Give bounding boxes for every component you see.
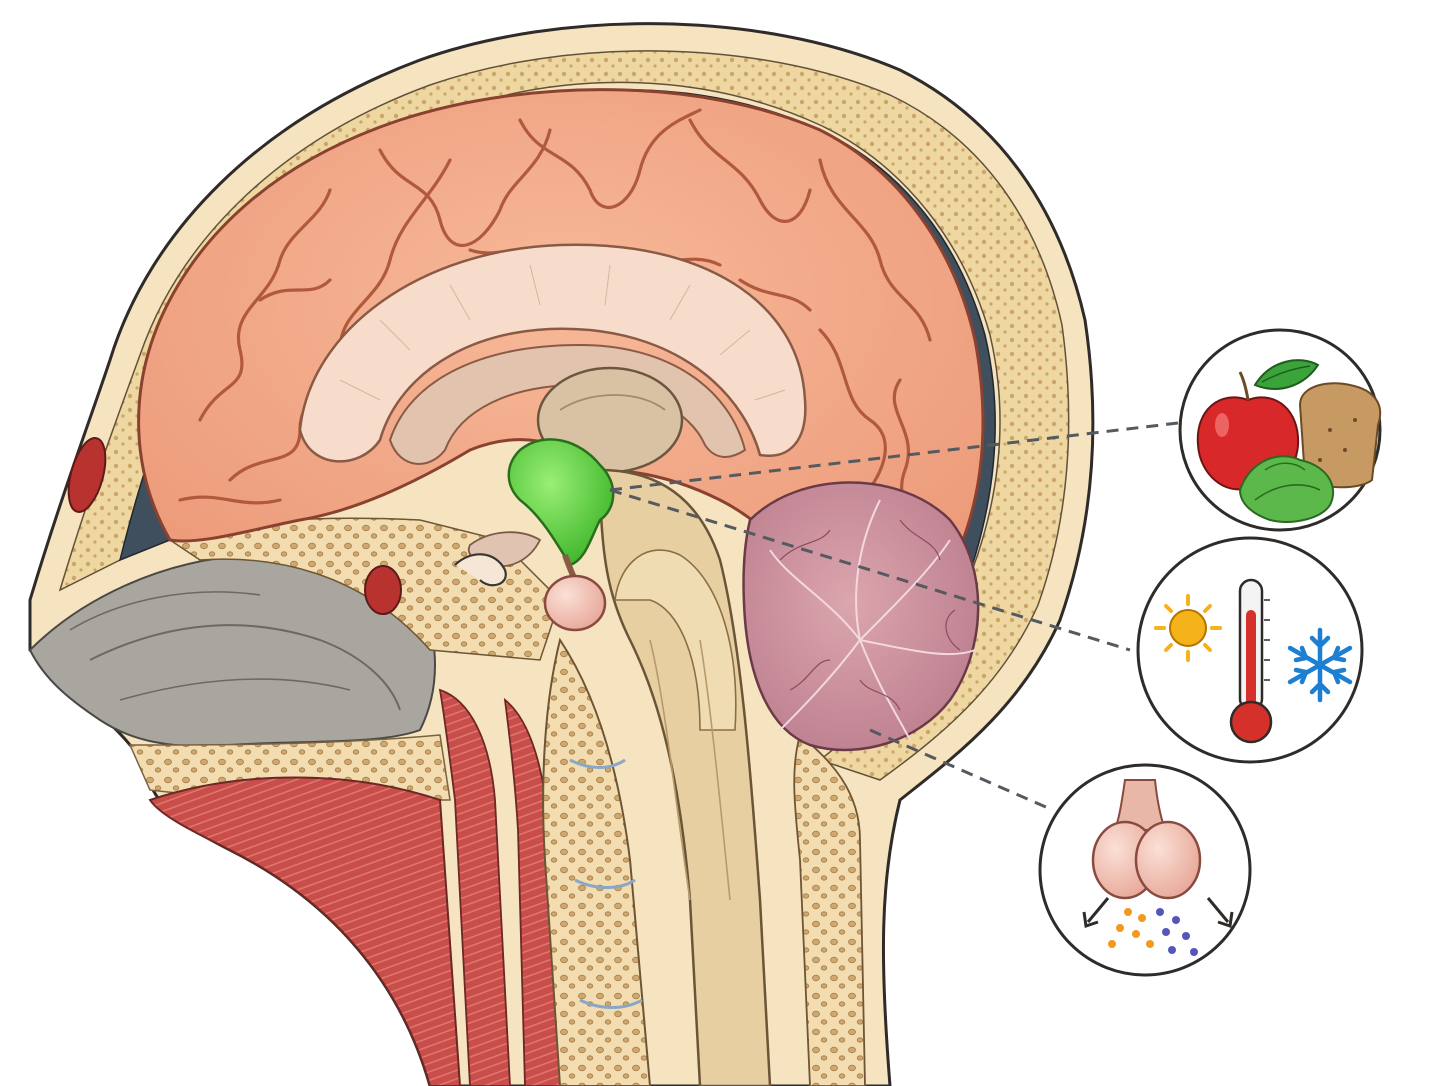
pituitary-gland (543, 574, 607, 632)
callout-food (1178, 328, 1382, 532)
corpus-callosum (298, 243, 807, 463)
fornix (388, 343, 747, 465)
tongue-muscle (148, 776, 462, 1086)
sphenoid-sinus (364, 565, 402, 615)
brainstem (598, 468, 772, 1086)
frontal-sinus (67, 437, 107, 513)
sun-icon (1154, 594, 1222, 662)
lettuce-icon (1238, 455, 1335, 523)
occipital-bone (793, 733, 866, 1086)
hypothalamus-highlight (507, 438, 615, 567)
vertebral-column (542, 637, 652, 1086)
connector-lines (609, 421, 1179, 810)
callout-hormones (1038, 763, 1252, 977)
pharynx-muscles (438, 688, 561, 1086)
pituitary-gland-icon (1091, 779, 1202, 900)
connector-hormones (869, 728, 1049, 810)
callout-temperature (1136, 536, 1364, 764)
connector-food (609, 421, 1179, 492)
snowflake-icon (1287, 627, 1353, 703)
cerebellum (742, 481, 980, 752)
connector-temperature (609, 488, 1131, 652)
hormone-particles-icon (1082, 897, 1234, 956)
thermometer-icon (1229, 578, 1273, 744)
